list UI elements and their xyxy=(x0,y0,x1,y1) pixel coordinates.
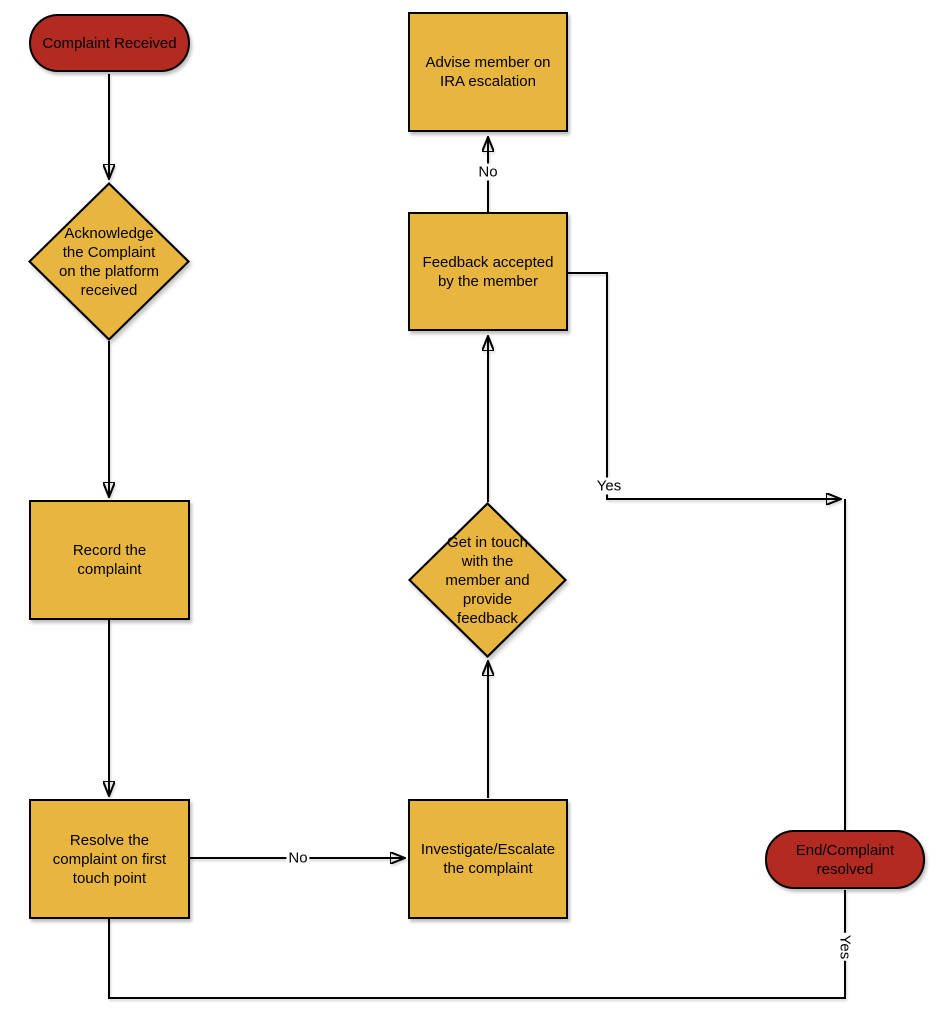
node-end-complaint-resolved: End/Complaint resolved xyxy=(765,830,925,889)
edge-label-resolve-yes: Yes xyxy=(836,932,854,962)
edge-label-feedback-no: No xyxy=(476,163,500,181)
node-process-resolve-first-touch: Resolve the complaint on first touch poi… xyxy=(29,799,190,919)
node-record-label: Record the complaint xyxy=(72,542,147,578)
node-process-feedback-accepted: Feedback accepted by the member xyxy=(408,212,568,331)
edge-label-resolve-no: No xyxy=(286,849,310,867)
node-decision-acknowledge-complaint: Acknowledge the Complaint on the platfor… xyxy=(28,182,190,341)
node-investigate-label: Investigate/Escalate the complaint xyxy=(420,841,556,877)
node-resolve-label: Resolve the complaint on first touch poi… xyxy=(52,831,167,887)
node-advise-label: Advise member on IRA escalation xyxy=(425,54,551,90)
edge-feedback-to-end-horizontal xyxy=(568,272,841,499)
node-start-complaint-received: Complaint Received xyxy=(29,14,190,72)
node-start-label: Complaint Received xyxy=(42,34,177,52)
node-get-in-touch-label: Get in touch with the member and provide… xyxy=(445,533,530,627)
node-process-advise-ira-escalation: Advise member on IRA escalation xyxy=(408,12,568,132)
node-decision-get-in-touch: Get in touch with the member and provide… xyxy=(408,502,567,658)
node-process-record-complaint: Record the complaint xyxy=(29,500,190,620)
node-acknowledge-label: Acknowledge the Complaint on the platfor… xyxy=(58,224,160,299)
edge-label-feedback-yes: Yes xyxy=(594,477,624,495)
node-end-label: End/Complaint resolved xyxy=(795,841,895,878)
node-process-investigate-escalate: Investigate/Escalate the complaint xyxy=(408,799,568,919)
node-feedback-label: Feedback accepted by the member xyxy=(422,253,554,290)
